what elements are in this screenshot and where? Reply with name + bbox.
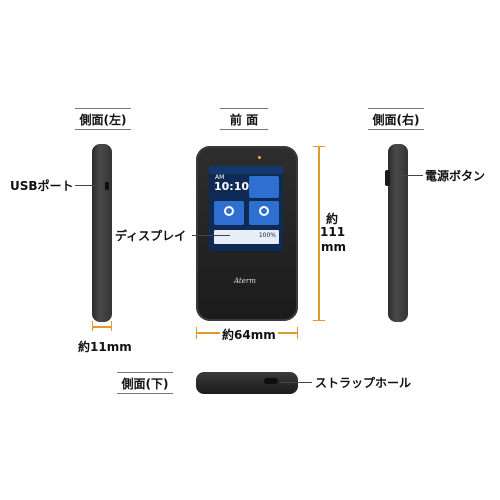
height-dimension-line1: 約 bbox=[326, 212, 339, 226]
device-left-side bbox=[92, 144, 112, 322]
view-label-bottom: 側面(下) bbox=[117, 372, 173, 394]
screen-ampm: AM bbox=[215, 174, 225, 181]
usb-port bbox=[105, 182, 109, 190]
device-screen: AM 10:10 100% bbox=[209, 166, 283, 251]
screen-status-bar bbox=[209, 166, 283, 174]
screen-battery-text: 100% bbox=[258, 232, 276, 239]
height-dimension-line bbox=[318, 146, 320, 321]
device-bottom-side bbox=[196, 372, 298, 394]
power-button-label: 電源ボタン bbox=[425, 169, 486, 183]
strap-hole bbox=[264, 378, 278, 384]
height-tick-bottom bbox=[313, 320, 325, 321]
depth-dimension-line bbox=[92, 326, 112, 328]
display-leader bbox=[192, 235, 230, 236]
device-right-side bbox=[385, 144, 408, 322]
screen-tile-mid-left bbox=[214, 201, 244, 225]
view-label-left: 側面(左) bbox=[75, 108, 131, 130]
screen-data-bar: 100% bbox=[214, 230, 279, 244]
screen-tile-mid-right bbox=[249, 201, 279, 225]
view-label-front: 前 面 bbox=[220, 108, 268, 130]
device-logo: Aterm bbox=[234, 277, 256, 285]
height-dimension-line2: 111 bbox=[320, 225, 346, 239]
depth-tick-left bbox=[92, 321, 93, 331]
width-tick-left bbox=[196, 327, 197, 339]
view-label-right: 側面(右) bbox=[368, 108, 424, 130]
power-button bbox=[385, 170, 390, 186]
strap-hole-label: ストラップホール bbox=[315, 376, 412, 390]
power-button-leader bbox=[395, 175, 423, 176]
width-tick-right bbox=[297, 327, 298, 339]
screen-tile-top-right bbox=[249, 176, 279, 198]
usb-port-leader bbox=[75, 185, 105, 186]
usb-port-label: USBポート bbox=[10, 179, 74, 193]
strap-hole-leader bbox=[280, 382, 312, 383]
screen-time: 10:10 bbox=[214, 180, 250, 193]
depth-tick-right bbox=[111, 321, 112, 331]
width-dimension-text: 約64mm bbox=[220, 326, 278, 343]
screen-info-icon bbox=[259, 206, 269, 216]
device-front: AM 10:10 100% Aterm bbox=[196, 146, 298, 321]
height-tick-top bbox=[313, 146, 325, 147]
height-dimension-line3: mm bbox=[321, 240, 347, 254]
display-label: ディスプレイ bbox=[115, 229, 187, 243]
screen-gear-icon bbox=[224, 206, 234, 216]
depth-dimension-text: 約11mm bbox=[78, 340, 132, 354]
front-sensor bbox=[258, 156, 261, 159]
